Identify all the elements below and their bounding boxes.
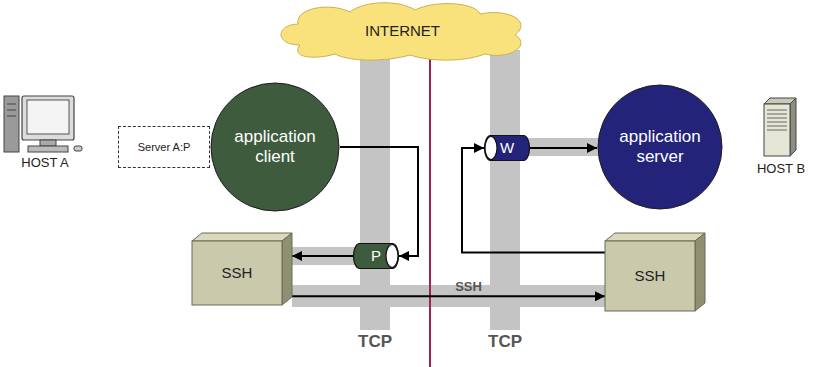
flow-arrow	[530, 147, 597, 149]
cloud: INTERNET	[270, 0, 535, 62]
node-text: INTERNET	[365, 22, 440, 39]
port-cylinder: P	[353, 243, 399, 269]
tunnel-label: SSH	[455, 279, 482, 294]
node-text: application server	[608, 127, 712, 166]
node-text: P	[371, 247, 381, 264]
node-text: SSH	[222, 264, 253, 281]
tcp-band	[520, 138, 600, 156]
ssh-box: SSH	[192, 233, 292, 305]
node-text: W	[500, 139, 514, 156]
flow-arrow	[292, 295, 605, 297]
flow-arrow	[462, 148, 605, 253]
protocol-label: TCP	[358, 332, 392, 352]
node-text: Server A:P	[138, 141, 191, 154]
ssh-band	[292, 285, 605, 307]
server-icon	[764, 98, 796, 156]
protocol-label: TCP	[488, 332, 522, 352]
flow-arrow	[292, 255, 353, 257]
server-circle: application server	[597, 84, 723, 210]
ssh-box: SSH	[605, 233, 705, 311]
client-circle: application client	[210, 82, 340, 212]
host-label: HOST A	[21, 155, 68, 170]
divider-line	[429, 55, 431, 367]
address-box: Server A:P	[118, 126, 210, 168]
flow-arrow	[340, 147, 418, 256]
computer-icon	[4, 96, 82, 152]
host-label: HOST B	[757, 161, 805, 176]
tcp-band	[292, 247, 360, 265]
node-text: application client	[223, 127, 327, 166]
node-text: SSH	[635, 267, 666, 284]
port-cylinder: W	[484, 135, 530, 161]
